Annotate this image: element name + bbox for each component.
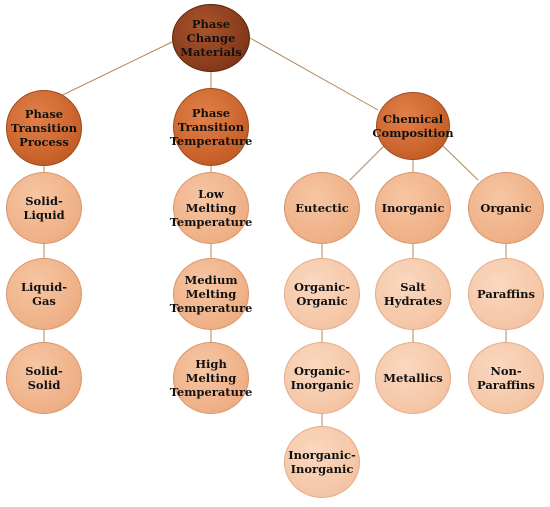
node-solid-solid: Solid-Solid — [6, 342, 82, 414]
node-salt-hydrates: Salt Hydrates — [375, 258, 451, 330]
node-inorganic: Inorganic — [375, 172, 451, 244]
node-phase-transition-temperature: Phase Transition Temperature — [170, 88, 252, 166]
edge-root-composition — [249, 37, 379, 111]
node-organic-inorganic: Organic- Inorganic — [284, 342, 360, 414]
node-organic-organic: Organic- Organic — [284, 258, 360, 330]
node-phase-change-materials: Phase Change Materials — [172, 4, 250, 72]
node-medium-melting-temperature: Medium Melting Temperature — [170, 258, 252, 330]
node-metallics: Metallics — [375, 342, 451, 414]
node-non-paraffins: Non-Paraffins — [468, 342, 544, 414]
node-paraffins: Paraffins — [468, 258, 544, 330]
node-eutectic: Eutectic — [284, 172, 360, 244]
node-solid-liquid: Solid-Liquid — [6, 172, 82, 244]
edge-composition-eutectic — [349, 144, 386, 181]
node-chemical-composition: Chemical Composition — [372, 92, 454, 160]
node-low-melting-temperature: Low Melting Temperature — [170, 172, 252, 244]
node-inorganic-inorganic: Inorganic- Inorganic — [284, 426, 360, 498]
edge-composition-organic — [441, 144, 479, 181]
node-phase-transition-process: Phase Transition Process — [6, 90, 82, 166]
node-liquid-gas: Liquid-Gas — [6, 258, 82, 330]
edge-root-process — [43, 41, 173, 105]
node-high-melting-temperature: High Melting Temperature — [170, 342, 252, 414]
node-organic: Organic — [468, 172, 544, 244]
